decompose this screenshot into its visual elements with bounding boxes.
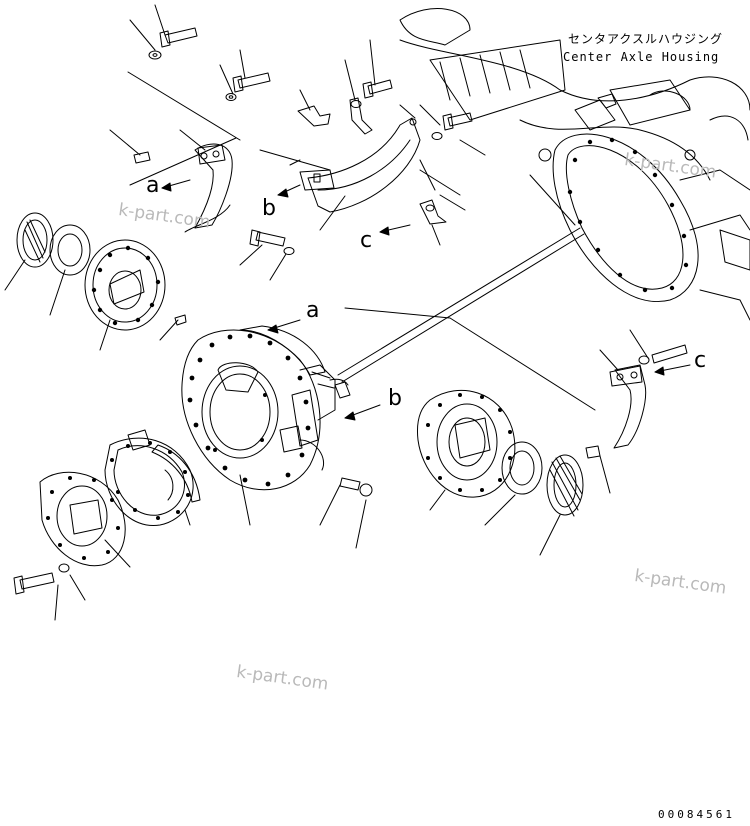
clamp-brackets bbox=[297, 93, 617, 225]
housing-label-japanese: センタアクスルハウジング bbox=[568, 32, 724, 46]
center-axle-housing bbox=[399, 8, 750, 321]
callout-label-b-lower: b bbox=[388, 386, 402, 411]
housing-label-english: Center Axle Housing bbox=[563, 50, 720, 64]
left-clamp bbox=[184, 143, 233, 233]
callout-label-b-upper: b bbox=[262, 196, 276, 221]
lower-left-plates bbox=[13, 429, 201, 595]
left-hub-plate bbox=[84, 239, 187, 331]
brake-housing bbox=[181, 325, 373, 497]
callout-label-c-lower: c bbox=[694, 348, 707, 373]
upper-brake-shoe bbox=[299, 117, 421, 213]
drawing-code: 00084561 bbox=[658, 808, 735, 821]
callout-label-a-upper: a bbox=[146, 173, 160, 198]
callout-label-a-lower: a bbox=[306, 298, 320, 323]
left-seals bbox=[16, 212, 91, 276]
callout-arrows bbox=[161, 179, 691, 421]
upper-bolts bbox=[133, 27, 473, 255]
right-side-parts bbox=[417, 344, 688, 517]
callout-label-c-upper: c bbox=[360, 228, 373, 253]
leader-lines bbox=[4, 4, 649, 621]
axle-shaft bbox=[337, 227, 585, 383]
